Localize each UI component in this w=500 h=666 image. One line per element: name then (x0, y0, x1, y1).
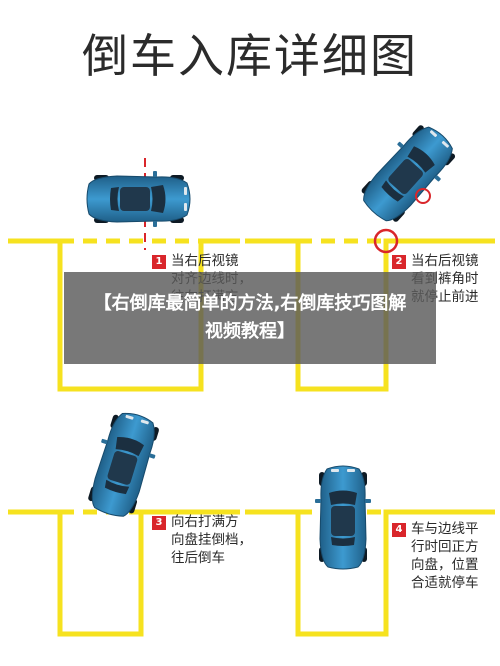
step-3: 3 向右打满方 向盘挂倒档， 往后倒车 (152, 513, 252, 567)
car-step-1 (86, 170, 191, 228)
caption-banner-text: 【右倒库最简单的方法,右倒库技巧图解视频教程】 (93, 293, 407, 342)
car-step-4 (314, 465, 372, 570)
bay-2-lines (245, 238, 495, 392)
step-4: 4 车与边线平 行时回正方 向盘，位置 合适就停车 (392, 520, 479, 592)
page-title: 倒车入库详细图 (82, 29, 418, 83)
car-step-3 (81, 406, 166, 523)
caption-banner: 【右倒库最简单的方法,右倒库技巧图解视频教程】 (64, 272, 436, 364)
step-text: 车与边线平 行时回正方 向盘，位置 合适就停车 (411, 521, 479, 591)
corner-marker (373, 228, 399, 254)
step-number: 4 (392, 523, 406, 537)
mirror-marker (415, 188, 431, 204)
bay-1-lines (8, 238, 240, 392)
step-number: 2 (392, 255, 406, 269)
car-step-2 (352, 116, 464, 232)
step-text: 向右打满方 向盘挂倒档， 往后倒车 (171, 514, 252, 566)
bay-3-lines (8, 509, 240, 637)
bay-4-lines (245, 509, 495, 637)
step-number: 1 (152, 255, 166, 269)
step-number: 3 (152, 516, 166, 530)
